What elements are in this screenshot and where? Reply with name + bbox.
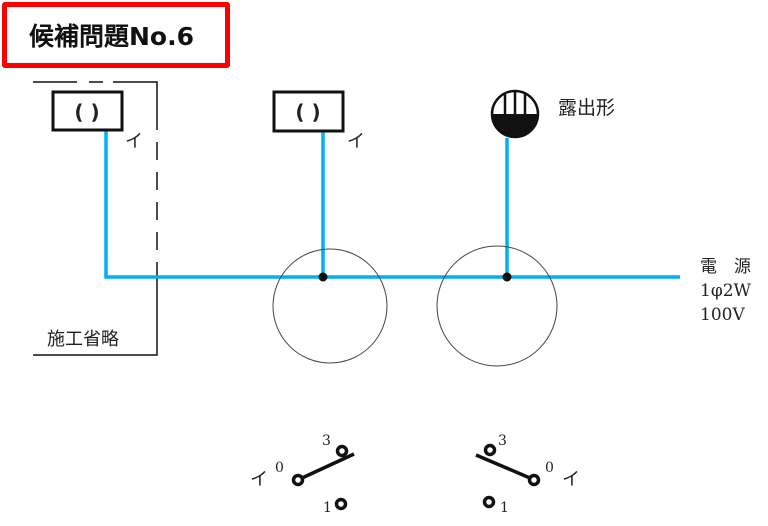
switch2-terminal-3: 3: [498, 433, 507, 449]
wires: [104, 130, 680, 279]
lamp-paren: ( ): [74, 100, 99, 124]
lamp2-id: イ: [347, 131, 365, 152]
switch2-terminal-0: 0: [545, 460, 554, 476]
three-way-switch-2[interactable]: [475, 443, 541, 509]
switch2-terminal-1: 1: [500, 500, 509, 516]
switch2-id: イ: [562, 469, 580, 490]
power-voltage: 100V: [700, 305, 745, 325]
pendant-label: 露出形: [558, 97, 615, 119]
power-label: 電 源: [700, 257, 751, 277]
lamp-paren: ( ): [295, 100, 320, 124]
switch1-terminal-3: 3: [322, 433, 331, 449]
switch1-id: イ: [250, 469, 268, 490]
title: 候補問題No.6: [29, 22, 194, 51]
ceiling-lamp-1[interactable]: ( ): [51, 90, 124, 132]
lamp1-id: イ: [125, 131, 143, 152]
connection-dot: [502, 272, 512, 282]
pendant-lamp-icon[interactable]: [490, 89, 540, 139]
power-phase: 1φ2W: [700, 281, 752, 301]
ceiling-lamp-2[interactable]: ( ): [272, 90, 345, 133]
junction-box-2[interactable]: [436, 245, 558, 367]
switch1-terminal-1: 1: [323, 500, 332, 516]
junction-box-1[interactable]: [272, 248, 388, 364]
omitted-area-boundary: [33, 81, 158, 356]
connection-dot: [318, 272, 328, 282]
three-way-switch-1[interactable]: [291, 444, 355, 511]
omitted-label: 施工省略: [47, 329, 119, 350]
title-box: 候補問題No.6: [2, 2, 230, 68]
switch1-terminal-0: 0: [275, 460, 284, 476]
